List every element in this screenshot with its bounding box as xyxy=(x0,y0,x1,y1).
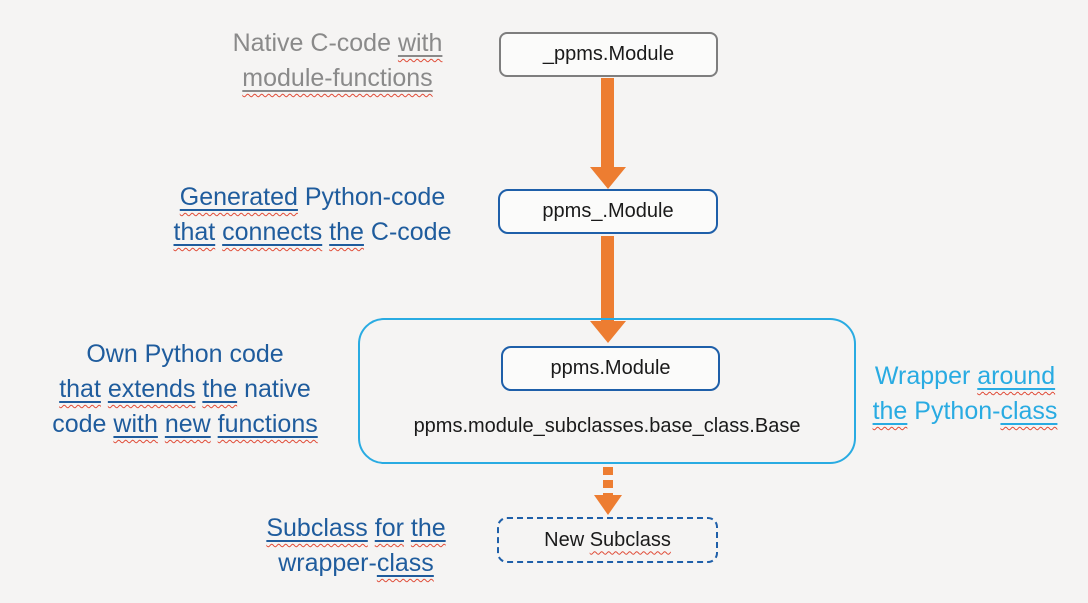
arrow-down-icon xyxy=(590,321,626,343)
node-label: ppms_.Module xyxy=(542,200,674,222)
node-label: _ppms.Module xyxy=(542,43,675,65)
arrow-down-icon xyxy=(590,167,626,189)
arrow-wrapper-to-subclass xyxy=(603,467,613,495)
node-ppms-wrapped-module: ppms.Module xyxy=(501,346,720,391)
node-new-subclass: New Subclass xyxy=(497,517,718,563)
node-label: ppms.Module xyxy=(550,357,671,379)
arrow-generated-to-wrapper xyxy=(601,236,614,321)
wrapper-container-box: ppms.Module ppms.module_subclasses.base_… xyxy=(358,318,856,464)
wrapper-base-class-path: ppms.module_subclasses.base_class.Base xyxy=(413,415,801,437)
arrow-native-to-generated xyxy=(601,78,614,167)
node-label: New Subclass xyxy=(544,528,671,551)
arrow-down-icon xyxy=(594,495,622,515)
node-ppms-native-module: _ppms.Module xyxy=(499,32,718,77)
node-ppms-generated-module: ppms_.Module xyxy=(498,189,718,234)
